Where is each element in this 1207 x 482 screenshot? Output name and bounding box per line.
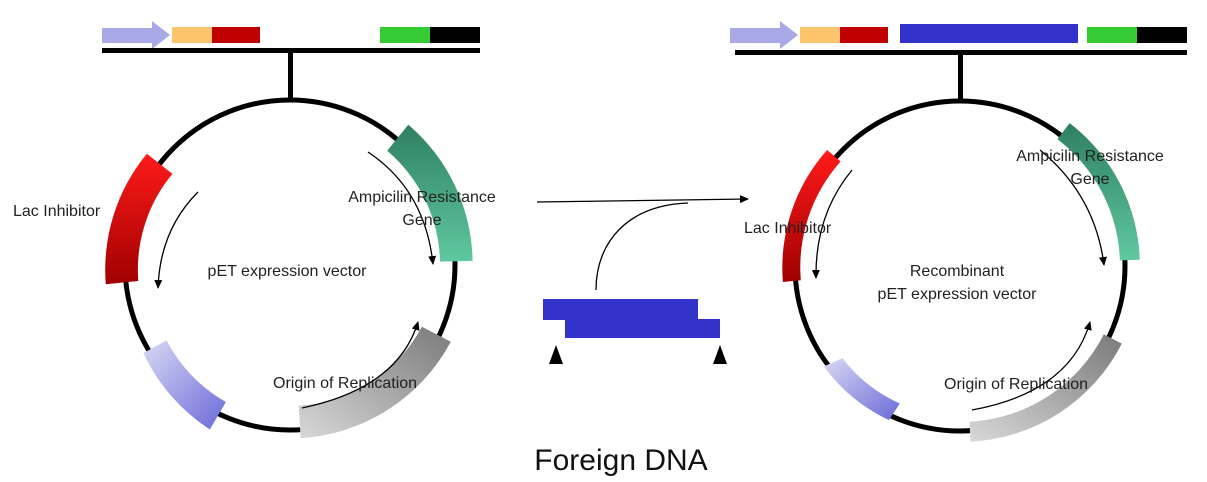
right-vector: Ampicilin Resistance Gene Lac Inhibitor … (730, 21, 1187, 442)
left-origin-label: Origin of Replication (273, 375, 417, 392)
foreign-dna-bottom-strand (565, 319, 720, 338)
right-green-segment (1087, 27, 1137, 43)
right-yellow-segment (800, 27, 840, 43)
left-connector-line (288, 53, 293, 101)
left-lac-inhibitor-label: Lac Inhibitor (13, 203, 101, 220)
left-green-segment (380, 27, 430, 43)
right-origin-direction-arrow (971, 321, 1092, 411)
left-ampicillin-segment (387, 124, 473, 262)
left-vector-name: pET expression vector (208, 263, 368, 280)
left-vector: Lac Inhibitor Ampicilin Resistance Gene … (13, 21, 496, 439)
left-amp-direction-arrow (367, 151, 437, 265)
right-origin-label: Origin of Replication (944, 376, 1088, 393)
right-amp-direction-arrow (1039, 149, 1107, 266)
foreign-dna-fragment (543, 299, 727, 364)
right-foreign-dna-segment (900, 24, 1078, 43)
right-connector-line (958, 55, 963, 101)
left-backbone-line (102, 48, 480, 53)
right-cut-site-marker (713, 345, 727, 364)
right-backbone-line (735, 50, 1187, 55)
left-amp-label-line2: Gene (402, 212, 441, 229)
right-black-segment (1137, 27, 1187, 43)
right-promoter-arrow (730, 21, 798, 49)
left-cut-site-marker (549, 345, 563, 364)
left-origin-direction-arrow (301, 321, 420, 409)
left-red-segment (212, 27, 260, 43)
right-lac-inhibitor-segment (782, 150, 841, 282)
right-amp-label-line1: Ampicilin Resistance (1016, 148, 1164, 165)
right-vector-name-line2: pET expression vector (878, 286, 1038, 303)
right-ampicillin-segment (1057, 123, 1140, 261)
left-black-segment (430, 27, 480, 43)
left-promoter-arrow (102, 21, 170, 49)
left-lavender-segment (143, 340, 226, 430)
foreign-dna-top-strand (543, 299, 698, 320)
right-lavender-segment (823, 358, 900, 421)
insertion-arrows (536, 195, 749, 291)
left-lac-inhibitor-segment (105, 153, 173, 285)
right-red-segment (840, 27, 888, 43)
left-yellow-segment (172, 27, 212, 43)
right-origin-segment (969, 334, 1122, 442)
left-amp-label-line1: Ampicilin Resistance (348, 189, 496, 206)
insert-curve (595, 202, 689, 291)
right-construct-bar (730, 21, 1187, 101)
left-lac-direction-arrow (154, 191, 199, 289)
main-insertion-arrow (536, 195, 749, 204)
right-amp-label-line2: Gene (1070, 171, 1109, 188)
right-lac-inhibitor-label: Lac Inhibitor (744, 220, 832, 237)
left-construct-bar (102, 21, 480, 101)
left-origin-segment (298, 326, 451, 439)
foreign-dna-label: Foreign DNA (534, 444, 707, 477)
right-vector-name-line1: Recombinant (910, 263, 1005, 280)
right-lac-direction-arrow (811, 169, 853, 279)
